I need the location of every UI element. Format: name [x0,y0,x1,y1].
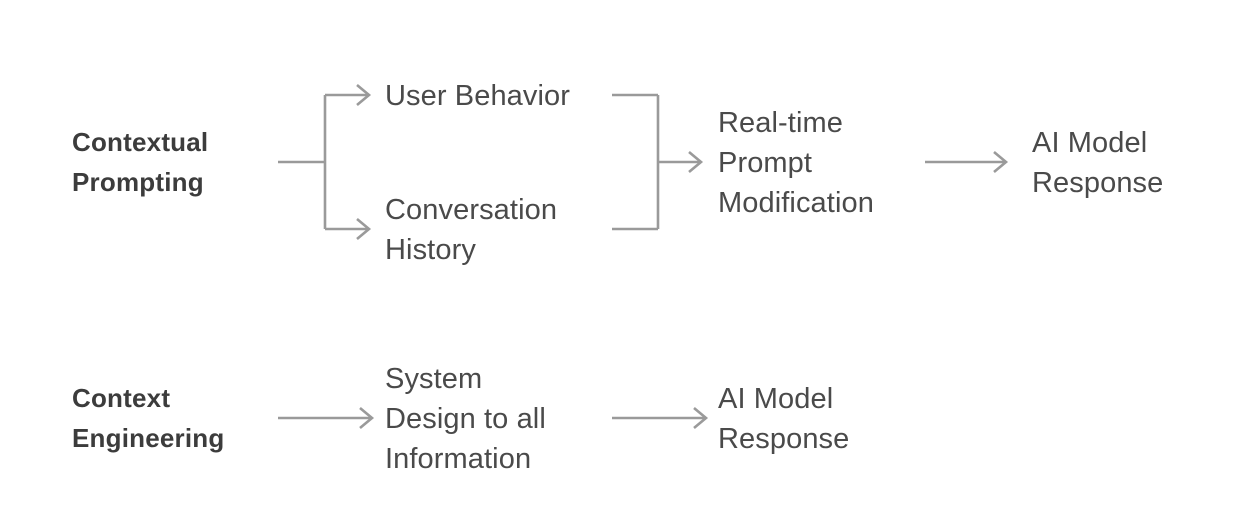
row-label-contextual-prompting: Contextual Prompting [72,127,209,197]
split-branch-lower-arrowhead [356,218,372,240]
node-ai-model-response-top: AI Model Response [1032,127,1164,199]
split-branch-upper-arrowhead [356,84,372,106]
arrow-context-eng-to-system-design-arrowhead [359,407,375,429]
arrow-system-design-to-response-arrowhead [693,407,709,429]
node-conversation-history: Conversation History [385,194,558,266]
arrow-prompt-mod-to-response-arrowhead [993,151,1009,173]
merge-output-arrowhead [688,151,704,173]
node-user-behavior: User Behavior [385,80,571,112]
node-realtime-prompt-modification: Real-time Prompt Modification [718,107,874,219]
row-label-context-engineering: Context Engineering [72,383,225,453]
node-system-design-to-all-information: System Design to all Information [385,363,546,475]
node-ai-model-response-bottom: AI Model Response [718,383,850,455]
